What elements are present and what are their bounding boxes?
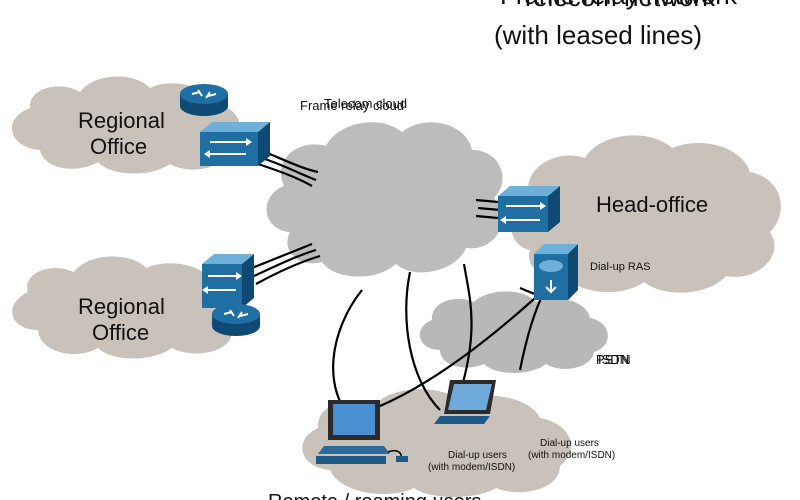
title-line1-a: Frame relay network [500,0,738,10]
svg-text:Dial-up users: Dial-up users [448,450,507,461]
remote-users-label: Remote / roaming users [268,491,481,500]
pstn-cloud [419,291,608,373]
switch-icon [200,122,270,166]
link-regional-bottom-1 [251,242,313,270]
link-remote-2 [405,271,441,411]
switch-icon [202,254,254,308]
pstn-label: PSTN ISDN [596,352,631,367]
title-line2: (with leased lines) [494,20,702,50]
dialup-ras-label: Dial-up RAS [590,261,651,273]
dialup-users-label-b: Dial-up users (with modem/ISDN) [528,438,615,461]
link-remote-3 [456,263,473,401]
link-remote-4 [379,289,545,408]
diagram-title: Frame relay network Telecom network (wit… [494,0,738,50]
regional-bottom-line1: Regional [78,294,165,319]
regional-bottom-line2: Office [92,320,149,345]
regional-office-top-label: Regional Office [78,108,165,159]
link-head-office-2 [477,206,501,212]
frame-relay-cloud [266,122,503,277]
regional-top-line1: Regional [78,108,165,133]
head-office-cloud [511,135,781,293]
link-regional-top-3 [257,162,313,187]
title-line1-b: Telecom network [520,0,716,12]
svg-text:Dial-up users: Dial-up users [540,438,599,449]
laptop-icon [434,380,496,424]
link-head-office-1 [475,198,499,204]
svg-text:(with modem/ISDN): (with modem/ISDN) [428,462,515,473]
link-regional-bottom-2 [253,248,317,278]
regional-top-line2: Office [90,134,147,159]
head-office-label: Head-office [596,192,708,217]
center-cloud-label: Frame relay cloud Telecom cloud [300,96,407,113]
link-head-office-3 [475,214,499,220]
dialup-users-label-a: Dial-up users (with modem/ISDN) [428,450,515,473]
center-label-b: Telecom cloud [324,96,407,111]
link-regional-top-2 [261,156,317,182]
regional-office-bottom-cloud [12,256,244,359]
link-regional-bottom-3 [255,254,321,285]
regional-office-bottom-label: Regional Office [78,294,165,345]
desktop-computer-icon [316,400,408,464]
links [251,148,549,425]
switch-icon [498,186,560,232]
center-label-a: Frame relay cloud [300,98,404,113]
router-icon [212,304,260,336]
router-icon [180,84,228,116]
pstn-label-b: ISDN [598,352,629,367]
dialup-ras-icon [534,244,578,300]
pstn-label-a: PSTN [596,352,631,367]
svg-text:(with modem/ISDN): (with modem/ISDN) [528,450,615,461]
